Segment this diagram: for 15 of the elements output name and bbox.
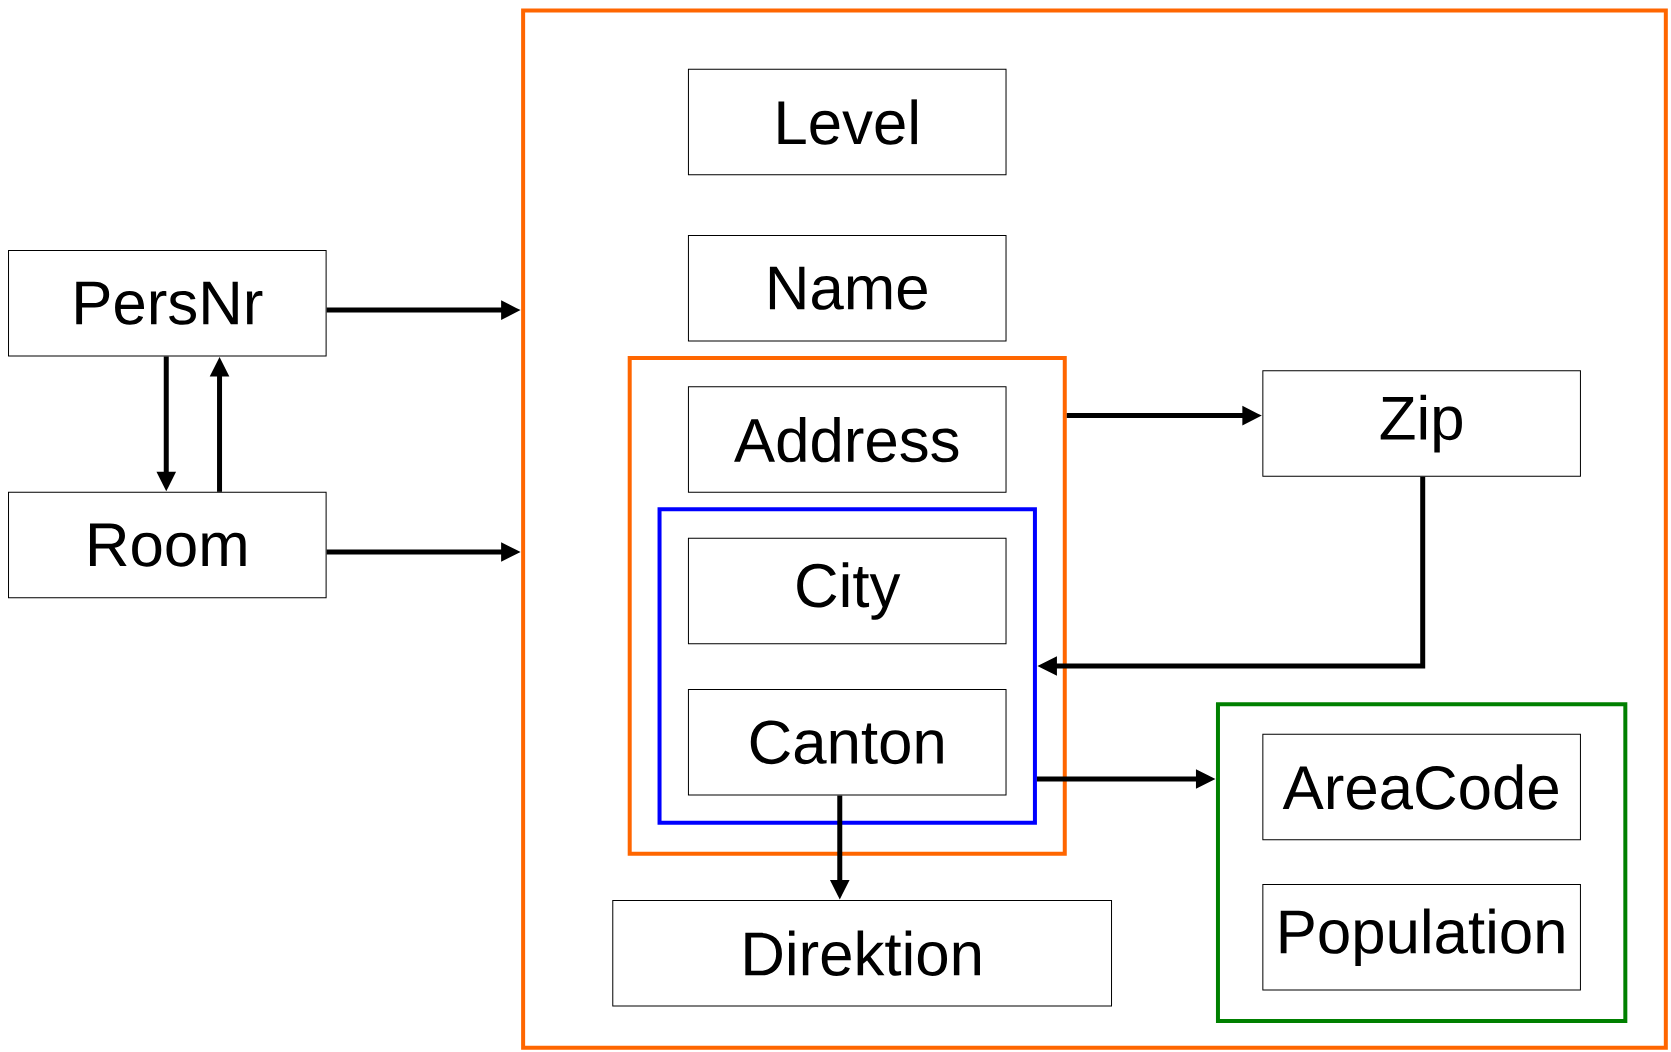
- process-box: Direktion: [612, 900, 1113, 1007]
- group-frame: [1215, 702, 1628, 1024]
- process-box: Population: [1262, 884, 1581, 991]
- process-box: Address: [687, 386, 1007, 493]
- group-frame: [521, 8, 1668, 1050]
- process-box: Zip: [1262, 370, 1581, 477]
- process-box: City: [687, 537, 1007, 645]
- group-frame: [657, 507, 1037, 825]
- process-box: AreaCode: [1262, 733, 1581, 841]
- group-frame: [627, 356, 1067, 856]
- process-box: Room: [8, 491, 327, 599]
- process-box: PersNr: [8, 250, 327, 357]
- process-box: Name: [687, 235, 1007, 342]
- process-box: Canton: [687, 689, 1007, 796]
- process-box: Level: [687, 68, 1007, 176]
